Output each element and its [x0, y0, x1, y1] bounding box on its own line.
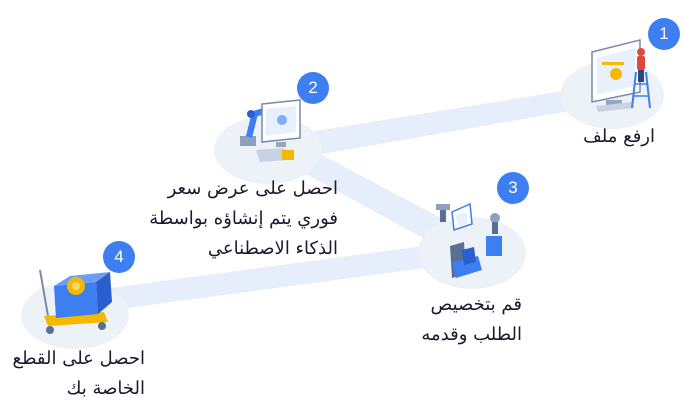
- step-1-label: ارفع ملف: [583, 122, 655, 152]
- step-3-number-badge: 3: [497, 172, 529, 204]
- step-3-label: قم بتخصيص الطلب وقدمه: [421, 290, 522, 350]
- customize-parts-icon: [436, 202, 502, 278]
- delivery-cart-icon: [39, 269, 112, 334]
- step-3-label-line: الطلب وقدمه: [421, 324, 522, 345]
- step-4-label-line: احصل على القطع: [12, 348, 145, 369]
- ai-quote-robot-icon: [240, 99, 301, 162]
- connector-path: [80, 85, 610, 314]
- step-2-number-badge: 2: [297, 72, 329, 104]
- step-3-label-line: قم بتخصيص: [430, 294, 522, 315]
- person-on-ladder-icon: [631, 48, 651, 109]
- step-4-label-line: الخاصة بك: [66, 378, 145, 399]
- step-4-number-badge: 4: [103, 241, 135, 273]
- upload-monitor-icon: [591, 39, 651, 112]
- step-2-label-line: فوري يتم إنشاؤه بواسطة: [149, 208, 338, 229]
- step-2-label-line: احصل على عرض سعر: [167, 178, 338, 199]
- step-1-number-badge: 1: [648, 18, 680, 50]
- step-2-label: احصل على عرض سعر فوري يتم إنشاؤه بواسطة …: [149, 174, 338, 264]
- step-2-label-line: الذكاء الاصطناعي: [207, 238, 338, 259]
- step-4-label: احصل على القطع الخاصة بك: [13, 344, 145, 404]
- step-1-label-line: ارفع ملف: [583, 126, 655, 147]
